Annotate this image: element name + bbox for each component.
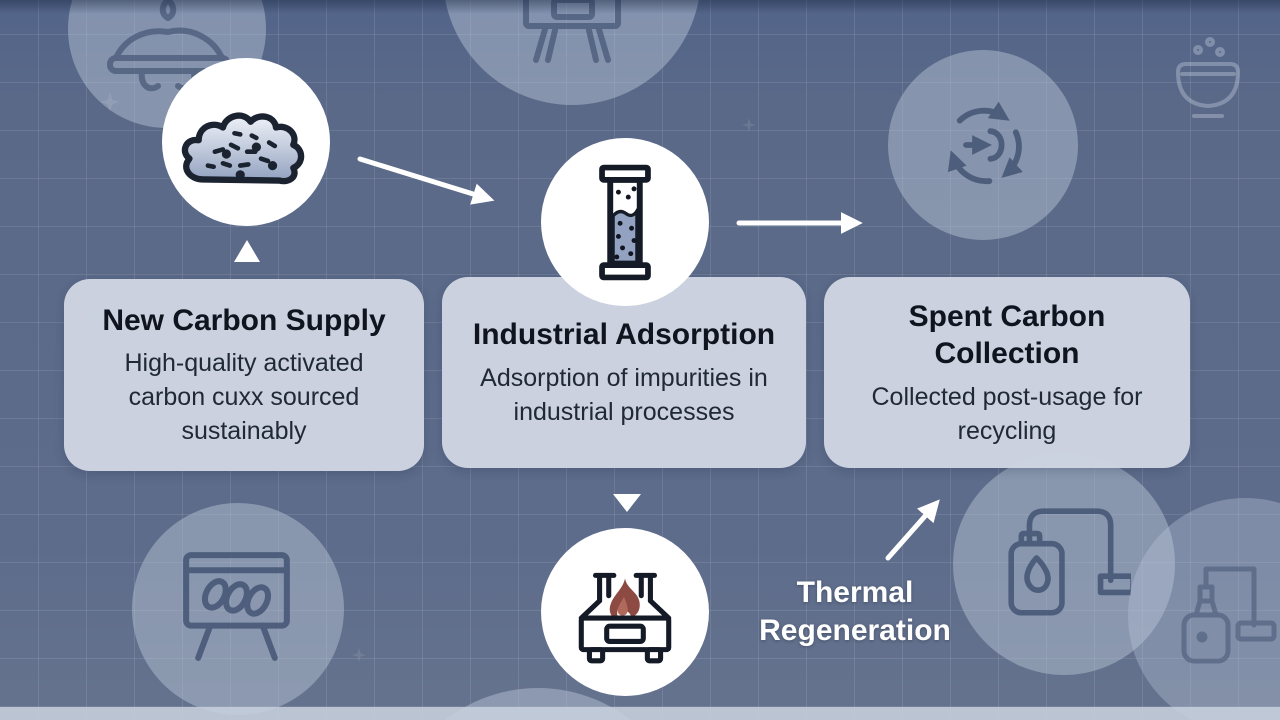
thermal-regeneration-label: Thermal Regeneration	[759, 576, 951, 647]
boiler-icon	[1008, 508, 1131, 616]
card-title: Industrial Adsorption	[472, 318, 776, 352]
top-shade	[0, 0, 1280, 14]
arrowhead-down-to-furnace-node	[613, 494, 641, 512]
arrowhead-up-to-supply-node	[234, 240, 260, 262]
card-industrial-adsorption: Industrial Adsorption Adsorption of impu…	[442, 277, 806, 468]
lab-apparatus-icon	[1181, 566, 1277, 664]
bg-circle-right	[953, 453, 1175, 675]
new-carbon-supply-node	[162, 58, 330, 226]
arrow-supply-to-adsorption	[357, 156, 495, 205]
card-spent-carbon-collection: Spent Carbon Collection Collected post-u…	[824, 277, 1190, 468]
card-title: New Carbon Supply	[102, 303, 386, 337]
industrial-adsorption-node	[541, 138, 709, 306]
bottom-band	[0, 707, 1280, 720]
presentation-board-icon	[183, 552, 290, 661]
carbon-pile-icon	[181, 111, 305, 184]
card-description: High-quality activated carbon cuxx sourc…	[124, 349, 364, 446]
cauldron-icon	[1175, 37, 1241, 118]
furnace-icon	[578, 572, 672, 663]
card-description: Adsorption of impurities in industrial p…	[480, 363, 768, 426]
arrow-regeneration-to-collection	[885, 499, 940, 561]
card-description: Collected post-usage for recycling	[871, 382, 1143, 445]
recycle-arrows-icon	[947, 101, 1023, 185]
bg-circle-top-right	[888, 50, 1078, 240]
adsorption-column-icon	[599, 164, 651, 280]
card-title: Spent Carbon Collection	[908, 299, 1106, 371]
furnace-bottom-icon	[523, 0, 621, 63]
thermal-regeneration-node	[541, 528, 709, 696]
card-new-carbon-supply: New Carbon Supply High-quality activated…	[64, 279, 424, 471]
bg-circle-bottom-left	[132, 503, 344, 715]
